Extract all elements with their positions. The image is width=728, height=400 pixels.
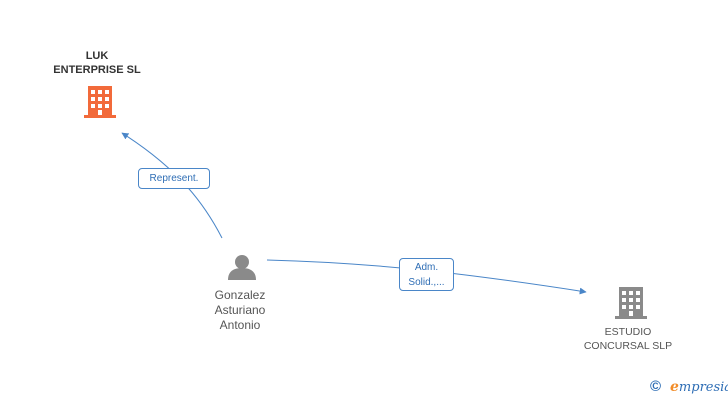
copyright-icon: © bbox=[650, 378, 662, 395]
person-label[interactable]: Gonzalez Asturiano Antonio bbox=[214, 288, 266, 332]
empresia-logo: © empresia bbox=[650, 378, 728, 398]
logo-letter-e: e bbox=[670, 379, 679, 395]
edge-label-adm: Adm. Solid.,... bbox=[399, 258, 454, 291]
building-icon-company-2[interactable] bbox=[615, 287, 647, 319]
logo-brand-rest: mpresia bbox=[678, 380, 728, 395]
edge-label-represent: Represent. bbox=[138, 168, 210, 189]
logo-text: empresia bbox=[670, 379, 728, 395]
edge-label-adm-line1: Adm. bbox=[414, 262, 439, 273]
company-2-label[interactable]: ESTUDIO CONCURSAL SLP bbox=[583, 326, 673, 352]
main-company-label[interactable]: LUK ENTERPRISE SL bbox=[53, 50, 141, 76]
building-icon-main[interactable] bbox=[84, 86, 116, 118]
person-icon[interactable] bbox=[228, 255, 256, 280]
edge-label-adm-line2: Solid.,... bbox=[408, 277, 445, 288]
